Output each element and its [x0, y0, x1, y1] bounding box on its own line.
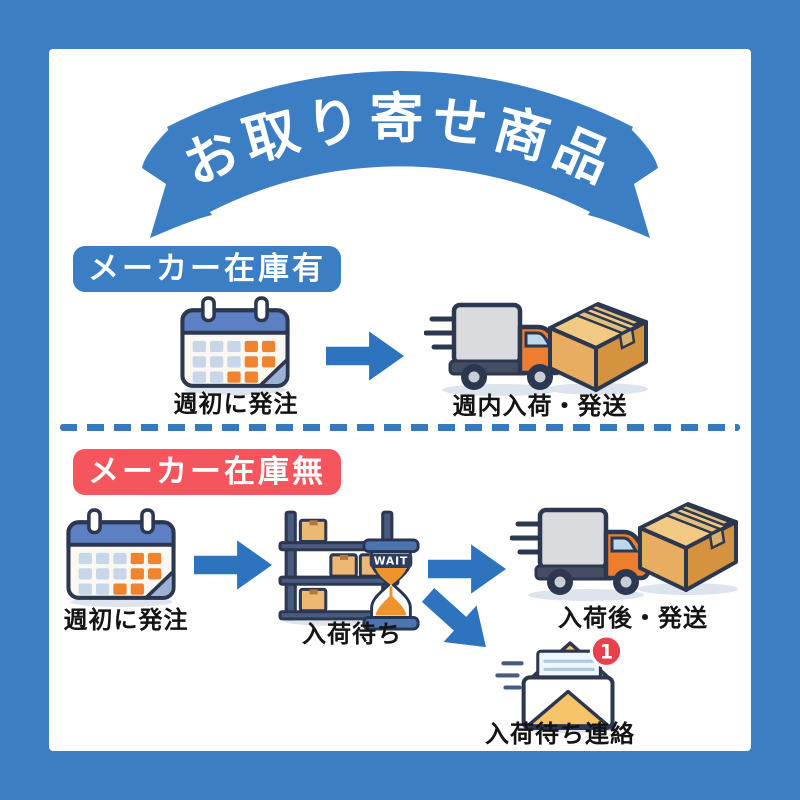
delivery-truck-icon — [510, 507, 650, 601]
hourglass-wait-text: WAIT — [374, 555, 409, 568]
notification-badge — [589, 634, 624, 668]
caption-ship-after-arrival: 入荷後・発送 — [558, 604, 708, 632]
speed-lines — [495, 661, 524, 690]
in-stock-label: メーカー在庫有 — [73, 246, 341, 292]
package-box-icon — [638, 502, 738, 595]
arrow-down-right-icon — [421, 588, 486, 648]
hourglass-icon: WAIT — [362, 538, 420, 631]
ribbon-tail-right — [588, 128, 658, 238]
calendar-grid — [192, 340, 276, 383]
arrow-right-icon — [326, 331, 404, 381]
ribbon-band — [167, 71, 633, 212]
ribbon-banner: お取り寄せ商品 — [142, 71, 658, 238]
notification-badge-count: 1 — [600, 640, 613, 663]
in-stock-label-text: メーカー在庫有 — [88, 250, 326, 287]
calendar-icon — [66, 508, 176, 607]
caption-wait-notice: 入荷待ち連絡 — [485, 720, 635, 748]
no-stock-label: メーカー在庫無 — [73, 449, 341, 495]
package-box-icon — [548, 302, 648, 395]
arrow-right-icon — [194, 540, 272, 590]
dashed-divider — [60, 424, 740, 431]
ribbon-tail-left — [142, 128, 212, 238]
caption-ship-within-week: 週内入荷・発送 — [452, 392, 628, 420]
caption-waiting-arrival: 入荷待ち — [302, 620, 402, 648]
caption-order-week2: 週初に発注 — [63, 606, 189, 634]
caption-order-week1: 週初に発注 — [173, 390, 299, 418]
calendar-grid — [78, 552, 162, 595]
mail-notification-icon: 1 — [495, 634, 624, 733]
arrow-right-icon — [428, 544, 506, 594]
calendar-icon — [180, 296, 290, 395]
no-stock-label-text: メーカー在庫無 — [88, 453, 326, 490]
